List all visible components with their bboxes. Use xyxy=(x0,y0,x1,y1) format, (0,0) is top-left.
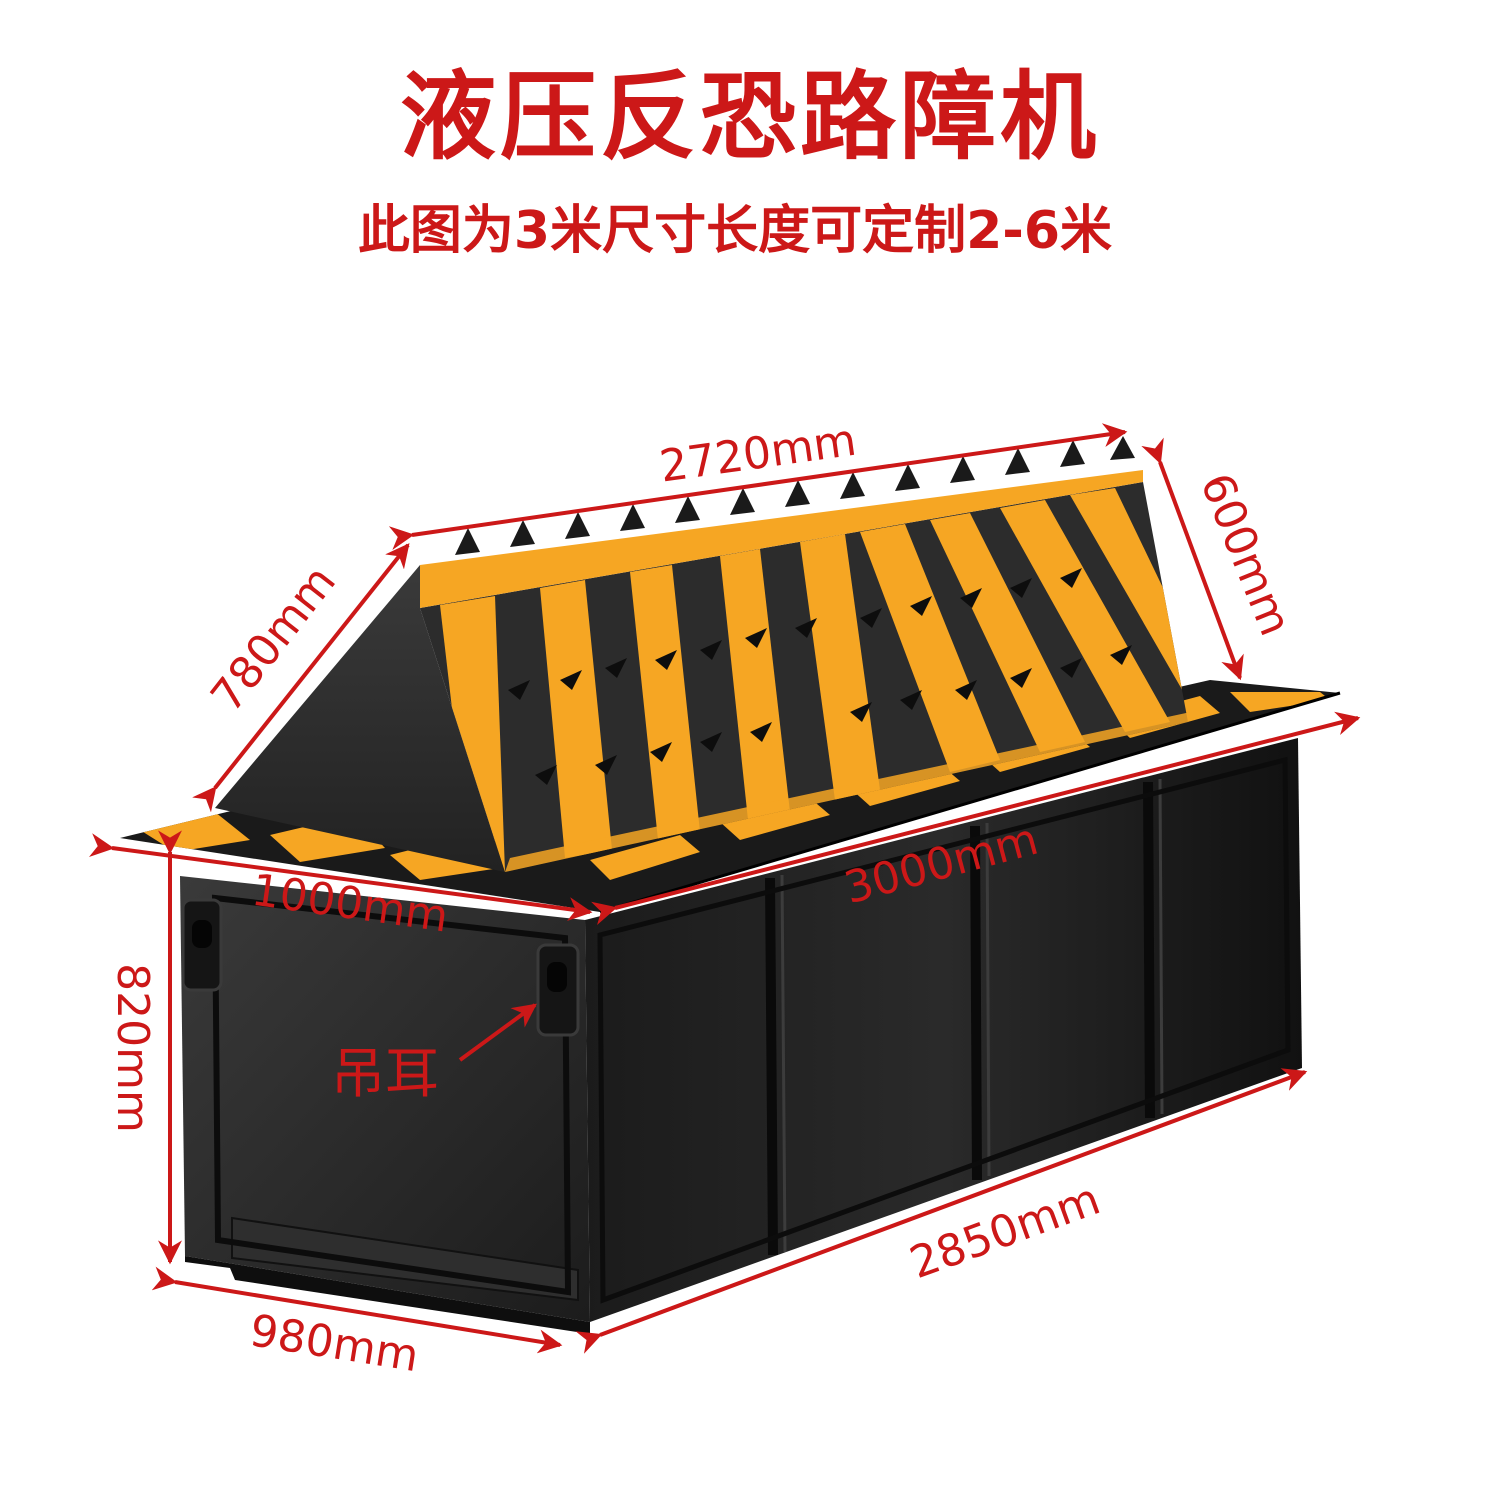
dim-box-height: 820mm xyxy=(107,963,158,1133)
lifting-lug-label: 吊耳 xyxy=(331,1042,439,1105)
dimension-lines xyxy=(88,423,1361,1354)
page-title: 液压反恐路障机 xyxy=(400,61,1100,173)
page-subtitle: 此图为3米尺寸长度可定制2-6米 xyxy=(357,201,1113,261)
lifting-lug-left xyxy=(181,898,223,992)
lifting-lug-right xyxy=(536,943,580,1037)
dim-top-length: 2720mm xyxy=(657,415,860,493)
dim-blade-height: 600mm xyxy=(1190,466,1301,642)
